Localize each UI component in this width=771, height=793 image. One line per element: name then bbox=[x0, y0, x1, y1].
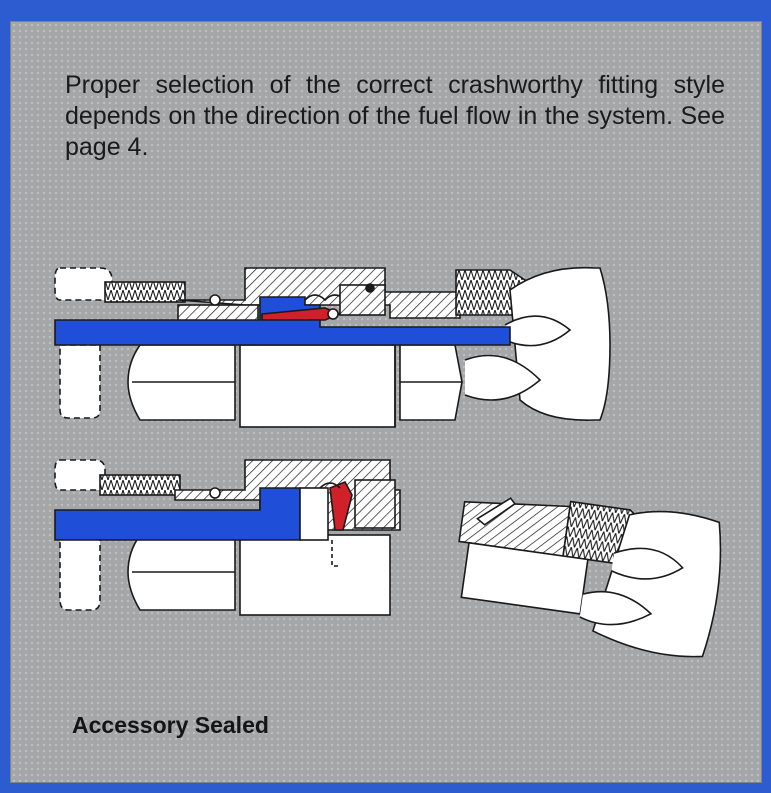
nipple-threads bbox=[104, 281, 186, 303]
flapper-pivot bbox=[327, 308, 339, 320]
figure-caption: Accessory Sealed bbox=[72, 712, 269, 738]
separated-tank-half bbox=[54, 459, 401, 616]
hidden-line bbox=[331, 540, 338, 567]
lock-pin bbox=[209, 294, 221, 306]
elbow-lower-outline-2 bbox=[59, 534, 101, 611]
hose-half-body bbox=[460, 541, 589, 615]
elbow-lower-outline bbox=[59, 344, 101, 419]
poppet-spring bbox=[304, 294, 346, 302]
lower-body-2 bbox=[239, 534, 391, 616]
tank-elbow-outline bbox=[54, 267, 113, 301]
poppet-spring-lower bbox=[319, 482, 341, 489]
tank-elbow-outline-lower bbox=[54, 459, 106, 491]
nipple-threads-lower bbox=[99, 474, 181, 496]
seal-retainer bbox=[339, 284, 386, 316]
hose-end-ferrule-lower bbox=[464, 354, 542, 401]
valve-flapper-closed bbox=[329, 480, 353, 531]
connected-fitting-assembly bbox=[54, 266, 611, 428]
fuel-flow-passage bbox=[54, 296, 511, 346]
valve-seat bbox=[299, 487, 329, 541]
hose-half-probe bbox=[476, 497, 517, 526]
separated-hose-half bbox=[458, 497, 722, 658]
lower-body bbox=[239, 344, 396, 428]
hose-half-ferrule-lower bbox=[579, 590, 653, 626]
lock-pin-lower bbox=[209, 487, 221, 499]
hose-half-ferrule bbox=[611, 547, 684, 580]
hose-end-ferrule bbox=[504, 315, 572, 347]
intro-paragraph: Proper selection of the correct crashwor… bbox=[65, 71, 725, 161]
retainer-pin bbox=[365, 283, 375, 293]
seal-retainer-lower bbox=[354, 479, 396, 529]
